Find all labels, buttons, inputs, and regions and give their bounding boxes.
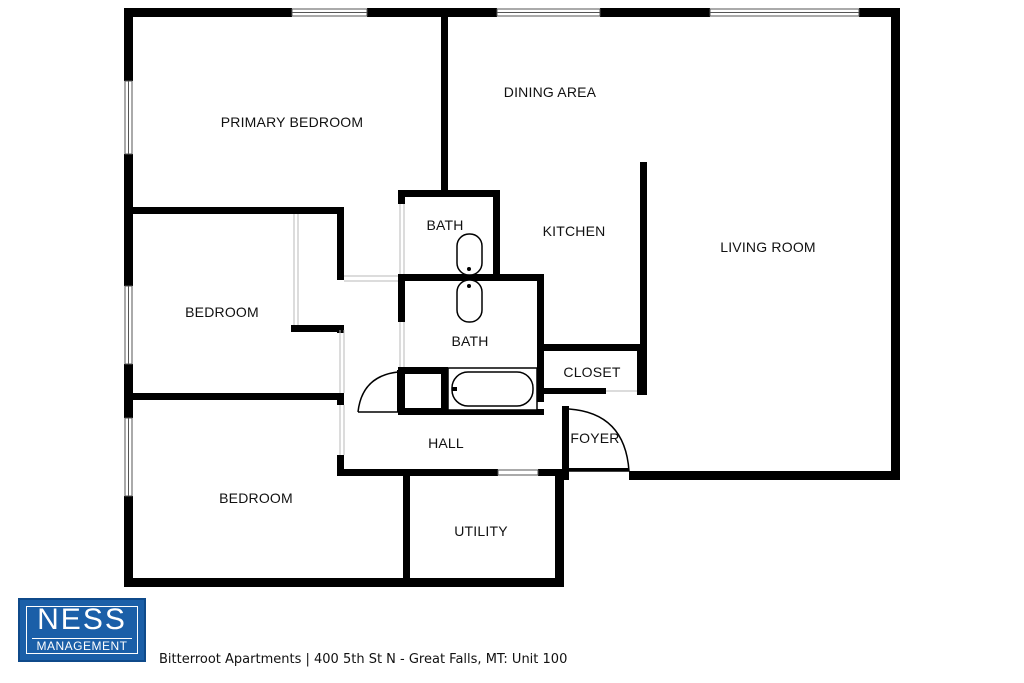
room-label-bath-1: BATH <box>426 217 464 233</box>
room-label-bath-2: BATH <box>451 333 489 349</box>
openings <box>293 204 637 455</box>
room-label-closet: CLOSET <box>563 364 621 380</box>
window-mullions <box>128 12 859 496</box>
room-label-living-room: LIVING ROOM <box>720 239 816 255</box>
ness-management-logo: NESS MANAGEMENT <box>18 598 146 662</box>
property-caption: Bitterroot Apartments | 400 5th St N - G… <box>159 652 568 667</box>
entry-door <box>569 468 629 471</box>
logo-subtitle: MANAGEMENT <box>36 639 128 653</box>
room-label-dining-area: DINING AREA <box>503 84 597 100</box>
faucets <box>452 267 471 391</box>
logo-divider <box>32 638 132 639</box>
room-label-bedroom-2: BEDROOM <box>219 490 293 506</box>
logo-name: NESS <box>37 603 127 636</box>
room-label-hall: HALL <box>428 435 464 451</box>
room-label-bedroom-1: BEDROOM <box>185 304 259 320</box>
room-label-foyer: FOYER <box>570 430 620 446</box>
bathtub-2-icon <box>456 279 483 323</box>
room-label-utility: UTILITY <box>454 523 508 539</box>
walls <box>124 8 900 587</box>
fixtures <box>447 233 538 411</box>
logo-border <box>26 606 138 654</box>
tub-basin-icon <box>451 371 534 407</box>
bath-door <box>397 370 400 412</box>
room-label-kitchen: KITCHEN <box>542 223 606 239</box>
room-label-primary-bedroom: PRIMARY BEDROOM <box>220 114 364 130</box>
bathtub-1-icon <box>456 233 483 276</box>
